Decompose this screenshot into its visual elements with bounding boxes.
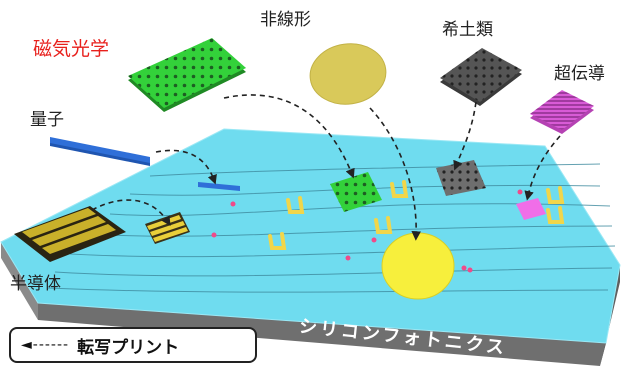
- green-chip-holes: [330, 172, 382, 212]
- yellow-disk-on-slab: [381, 232, 455, 300]
- label-magneto-optic: 磁気光学: [33, 38, 110, 60]
- slab-left-side: [1, 242, 38, 320]
- rare-earth-chip: [440, 48, 522, 106]
- yellow-couplers: [268, 180, 565, 250]
- nonlinear-disk: [309, 43, 387, 105]
- pink-markers: [211, 189, 523, 273]
- waveguides: [47, 163, 616, 293]
- magneto-optic-chip: [128, 38, 246, 112]
- quantum-bar: [50, 137, 150, 166]
- rare-earth-chip-holes: [436, 160, 486, 196]
- label-superconductor: 超伝導: [554, 64, 605, 84]
- semiconductor-chip: [14, 206, 126, 262]
- legend-dashed-arrow-icon: ◄------: [21, 337, 70, 353]
- slab-front-side: [38, 303, 606, 366]
- legend-text: 転写プリント: [77, 337, 180, 358]
- superconductor-chip: [530, 90, 594, 134]
- transfer-arrows: [91, 94, 561, 241]
- legend-box: ◄------ 転写プリント: [9, 327, 257, 363]
- label-quantum: 量子: [30, 110, 64, 130]
- superconductor-chip-on-slab: [516, 198, 546, 220]
- label-rare-earth: 希土類: [442, 20, 493, 40]
- label-nonlinear: 非線形: [260, 10, 311, 30]
- label-semiconductor: 半導体: [10, 274, 61, 294]
